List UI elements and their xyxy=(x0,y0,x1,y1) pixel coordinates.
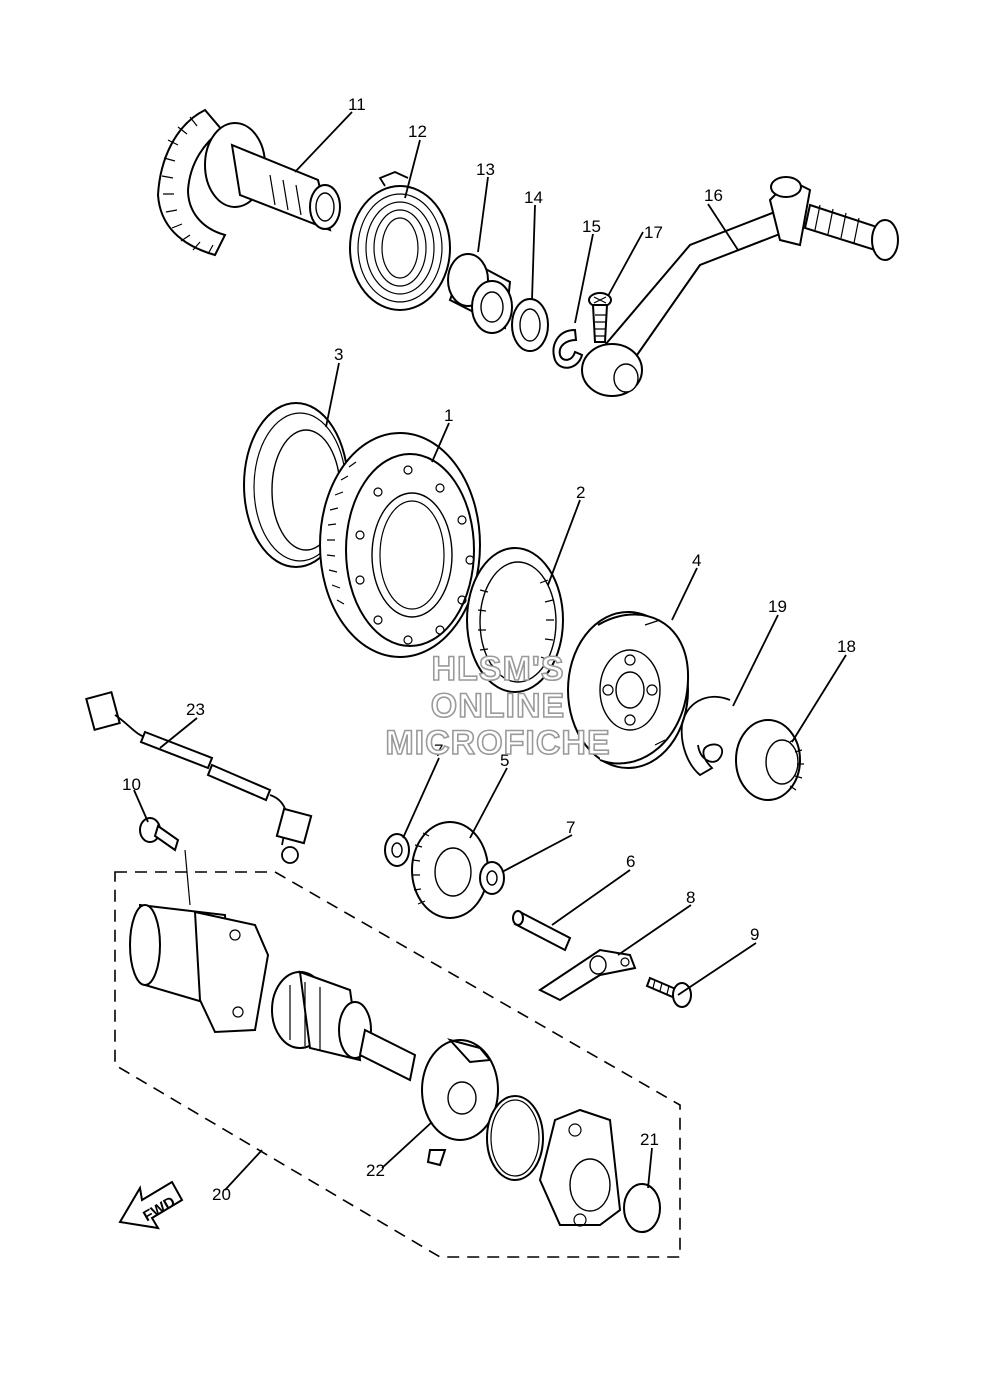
washer-14-part xyxy=(511,298,549,352)
callout-13: 13 xyxy=(476,160,495,179)
wire-clip-part xyxy=(680,695,731,777)
kick-spring-part xyxy=(349,171,451,311)
callout-10: 10 xyxy=(122,775,141,794)
callout-21: 21 xyxy=(640,1130,659,1149)
fwd-arrow: FWD xyxy=(118,1180,184,1230)
callout-5: 5 xyxy=(500,751,509,770)
starter-motor-assembly-boundary xyxy=(114,871,681,1258)
callout-9: 9 xyxy=(750,925,759,944)
leader-lines xyxy=(133,111,847,1191)
callout-14: 14 xyxy=(524,188,543,207)
idler-shaft-part xyxy=(512,910,572,952)
brush-holder-part xyxy=(421,1038,499,1167)
screw-9-part xyxy=(645,976,692,1008)
callout-7-upper: 7 xyxy=(434,741,443,760)
callout-12: 12 xyxy=(408,122,427,141)
callout-18: 18 xyxy=(837,637,856,656)
callout-3: 3 xyxy=(334,345,343,364)
callout-11: 11 xyxy=(348,95,366,114)
callout-6: 6 xyxy=(626,852,635,871)
starter-clutch-gear-part xyxy=(319,432,481,658)
o-ring-21-part xyxy=(623,1183,661,1233)
watermark-line-2: ONLINE xyxy=(431,687,565,725)
starter-motor-housing-part xyxy=(129,903,270,1034)
callout-23: 23 xyxy=(186,700,205,719)
watermark-line-1: HLSM'S xyxy=(431,650,564,688)
screw-10-part xyxy=(139,817,191,906)
clutch-plate-part xyxy=(567,611,690,769)
starter-lead-part xyxy=(85,690,313,864)
callout-19: 19 xyxy=(768,597,787,616)
callout-16: 16 xyxy=(704,186,723,205)
watermark: HLSM'S ONLINE MICROFICHE xyxy=(385,649,611,763)
washer-7-lower-part xyxy=(479,861,505,895)
bracket-part xyxy=(538,948,637,1002)
kick-shaft-gear-part xyxy=(156,108,341,257)
o-ring-part xyxy=(486,1095,544,1181)
callout-2: 2 xyxy=(576,483,585,502)
kick-lever-part xyxy=(581,176,899,397)
callout-22: 22 xyxy=(366,1161,385,1180)
callout-7-lower: 7 xyxy=(566,818,575,837)
bushing-part xyxy=(447,253,513,334)
callout-8: 8 xyxy=(686,888,695,907)
front-cover-part xyxy=(538,1108,622,1227)
drive-gear-part xyxy=(735,719,804,801)
circlip-15-part xyxy=(552,328,584,369)
callout-1: 1 xyxy=(444,406,453,425)
callout-15: 15 xyxy=(582,217,601,236)
idler-gear-part xyxy=(411,821,489,919)
watermark-line-3: MICROFICHE xyxy=(385,724,610,762)
bolt-17-part xyxy=(588,292,612,343)
callout-17: 17 xyxy=(644,223,663,242)
armature-part xyxy=(271,970,417,1082)
one-way-bearing-part xyxy=(466,547,564,693)
callout-labels: 11 12 13 14 15 16 17 3 1 2 4 19 18 23 10… xyxy=(122,95,856,1204)
washer-7-upper-part xyxy=(384,833,410,867)
callout-20: 20 xyxy=(212,1185,231,1204)
callout-4: 4 xyxy=(692,551,701,570)
